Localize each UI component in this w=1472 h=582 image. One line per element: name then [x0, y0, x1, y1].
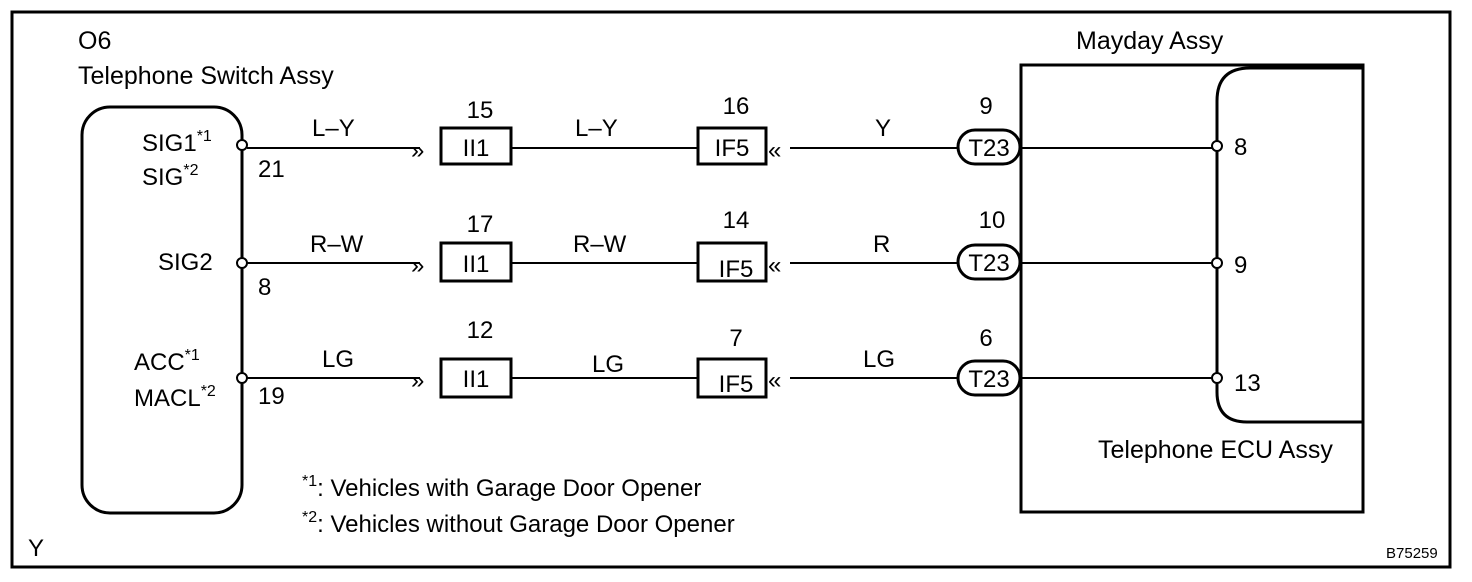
chevron-icon: « [768, 137, 781, 164]
footnote-1: *1: Vehicles with Garage Door Opener [302, 473, 701, 502]
connector-ii1-pin: 15 [467, 97, 494, 124]
connector-if5-pin: 7 [729, 325, 742, 352]
mayday-assy-body [1019, 63, 1365, 514]
wire-color-right: Y [875, 115, 891, 142]
connector-t23-label: T23 [968, 135, 1009, 162]
switch-pin-label: SIG1*1 [142, 128, 212, 157]
connector-t23-pin: 6 [979, 325, 992, 352]
chevron-icon: » [411, 137, 424, 164]
connector-if5-pin: 16 [723, 93, 750, 120]
connector-if5 [696, 241, 768, 283]
connector-t23-label: T23 [968, 366, 1009, 393]
switch-pin-alt-label: MACL*2 [134, 383, 216, 412]
chevron-icon: « [768, 252, 781, 279]
circuit-row-1: SIG1*1 SIG*2 21 L–Y » II1 15 L–Y IF5 16 … [142, 93, 1247, 191]
diagram-frame [10, 10, 1452, 569]
figure-id: B75259 [1386, 545, 1438, 562]
switch-terminal [236, 257, 248, 269]
switch-pin-alt-label: SIG*2 [142, 162, 199, 191]
connector-if5 [696, 126, 768, 166]
connector-ii1-label: II1 [463, 135, 490, 162]
ecu-pin-number: 9 [1234, 252, 1247, 279]
connector-ii1-pin: 17 [467, 211, 494, 238]
switch-pin-label: SIG2 [158, 249, 213, 276]
corner-code: Y [28, 535, 44, 562]
connector-if5-pin: 14 [723, 207, 750, 234]
switch-terminal [236, 139, 248, 151]
connector-ii1-pin: 12 [467, 317, 494, 344]
connector-ii1-label: II1 [463, 251, 490, 278]
wire-color-left: L–Y [312, 115, 355, 142]
connector-if5-label: IF5 [719, 256, 754, 283]
switch-terminal [236, 372, 248, 384]
connector-if5-label: IF5 [719, 371, 754, 398]
telephone-switch-body [80, 105, 244, 515]
ecu-pin-number: 13 [1234, 370, 1261, 397]
wire-color-mid: LG [592, 351, 624, 378]
connector-t23-pin: 10 [979, 207, 1006, 234]
switch-pin-number: 8 [258, 274, 271, 301]
chevron-icon: « [768, 367, 781, 394]
wire-color-left: R–W [310, 231, 364, 258]
circuit-row-3: ACC*1 MACL*2 19 LG » II1 12 LG IF5 7 « L… [134, 317, 1261, 412]
switch-pin-number: 21 [258, 156, 285, 183]
right-component-outer-name: Mayday Assy [1076, 27, 1224, 55]
right-component-inner-name: Telephone ECU Assy [1098, 436, 1333, 464]
circuit-row-2: SIG2 8 R–W » II1 17 R–W IF5 14 « R T23 1… [158, 207, 1247, 301]
connector-ii1-label: II1 [463, 366, 490, 393]
chevron-icon: » [411, 367, 424, 394]
ecu-pin-number: 8 [1234, 134, 1247, 161]
wire-color-right: R [873, 231, 890, 258]
switch-pin-label: ACC*1 [134, 347, 200, 376]
ecu-terminal [1211, 257, 1223, 269]
left-component-code: O6 [78, 27, 111, 55]
ecu-terminal [1211, 372, 1223, 384]
wire-color-left: LG [322, 346, 354, 373]
wire-color-mid: R–W [573, 231, 627, 258]
connector-ii1 [439, 126, 513, 166]
telephone-ecu-body [1215, 66, 1363, 424]
connector-if5 [696, 357, 768, 399]
wire-color-mid: L–Y [575, 115, 618, 142]
chevron-icon: » [411, 252, 424, 279]
connector-t23-label: T23 [968, 250, 1009, 277]
wire-color-right: LG [863, 346, 895, 373]
switch-pin-number: 19 [258, 383, 285, 410]
connector-t23-pin: 9 [979, 93, 992, 120]
left-component-name: Telephone Switch Assy [78, 62, 334, 90]
footnote-2: *2: Vehicles without Garage Door Opener [302, 509, 735, 538]
connector-if5-label: IF5 [715, 135, 750, 162]
ecu-terminal [1211, 140, 1223, 152]
